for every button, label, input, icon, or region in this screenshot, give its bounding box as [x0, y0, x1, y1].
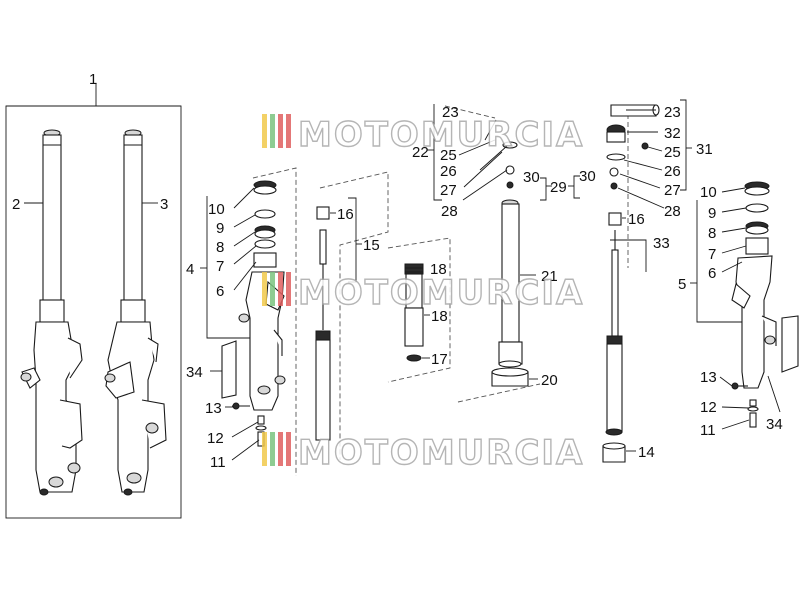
- reflector-right: [781, 315, 799, 373]
- callout-15: 15: [363, 237, 380, 254]
- callout-18: 18: [431, 308, 448, 325]
- spacer-16-left: [316, 206, 330, 220]
- spacer-16-right: [608, 212, 622, 226]
- washer-left: [254, 239, 276, 249]
- callout-7-right: 7: [708, 246, 716, 263]
- callout-25-left: 25: [440, 147, 457, 164]
- callout-16-left: 16: [337, 206, 354, 223]
- ring-28-right: [610, 182, 618, 190]
- callout-18-top: 18: [430, 261, 447, 278]
- callout-9-right: 9: [708, 205, 716, 222]
- callout-1: 1: [89, 71, 97, 88]
- callout-34-left: 34: [186, 364, 203, 381]
- callout-23-right: 23: [664, 104, 681, 121]
- callout-3: 3: [160, 196, 168, 213]
- watermark-middle: MOTOMURCIA: [262, 272, 584, 314]
- watermark-bottom: MOTOMURCIA: [262, 432, 584, 474]
- callout-29: 29: [550, 179, 567, 196]
- fork-leg-right: [104, 129, 167, 496]
- callout-6-left: 6: [216, 283, 224, 300]
- callout-16-right: 16: [628, 211, 645, 228]
- callout-26-left: 26: [440, 163, 457, 180]
- callout-27-left: 27: [440, 182, 457, 199]
- callout-17: 17: [431, 351, 448, 368]
- callout-11-left: 11: [210, 454, 226, 471]
- callout-28-right: 28: [664, 203, 681, 220]
- pipe-18: [404, 307, 424, 347]
- right-slider-group: [690, 181, 799, 428]
- callout-30-right: 30: [579, 168, 596, 185]
- ring-28-left: [506, 181, 514, 189]
- spring-assembly: [315, 171, 389, 460]
- callout-2: 2: [12, 196, 20, 213]
- callout-12-left: 12: [207, 430, 224, 447]
- callout-34-right: 34: [766, 416, 783, 433]
- screw-11-right: [749, 412, 757, 428]
- damper-rod-left: [315, 339, 331, 441]
- callout-13-right: 13: [700, 369, 717, 386]
- leader-lines: [210, 109, 781, 461]
- assembly-frame: [5, 105, 182, 519]
- callout-12-right: 12: [700, 399, 717, 416]
- circlip-right: [745, 203, 769, 213]
- ring-27-left: [505, 165, 515, 175]
- callout-10-right: 10: [700, 184, 717, 201]
- complete-fork-box: [5, 84, 182, 519]
- callout-27-right: 27: [664, 182, 681, 199]
- rod-23: [610, 104, 657, 117]
- reflector-left: [221, 340, 237, 399]
- callout-9-left: 9: [216, 220, 224, 237]
- bushing-right: [745, 237, 769, 255]
- callout-14: 14: [638, 444, 655, 461]
- callout-33: 33: [653, 235, 670, 252]
- callout-8-right: 8: [708, 225, 716, 242]
- bushing-left: [253, 252, 277, 268]
- cartridge-group: [568, 99, 692, 463]
- screw-13-right: [731, 382, 739, 390]
- callout-21: 21: [541, 268, 558, 285]
- callout-10-left: 10: [208, 201, 225, 218]
- screw-13-left: [232, 402, 240, 410]
- damper-rod-right: [606, 343, 623, 433]
- callout-6-right: 6: [708, 265, 716, 282]
- callout-28-left: 28: [441, 203, 458, 220]
- callout-7-left: 7: [216, 258, 224, 275]
- callout-30-left: 30: [523, 169, 540, 186]
- callout-13-left: 13: [205, 400, 222, 417]
- callout-4: 4: [186, 261, 194, 278]
- top-cap-group: [387, 237, 451, 383]
- callout-11-right: 11: [700, 422, 716, 439]
- callout-32: 32: [664, 125, 681, 142]
- callout-labels: 1 2 3 4 5 10 9 8 7 6 34 13 12 11 16 15 1…: [12, 71, 783, 471]
- callout-31: 31: [696, 141, 713, 158]
- inner-tube-group: [427, 104, 552, 403]
- callout-26-right: 26: [664, 163, 681, 180]
- callout-22: 22: [412, 144, 429, 161]
- watermark-text-middle: MOTOMURCIA: [298, 273, 584, 313]
- callout-23-left: 23: [442, 104, 459, 121]
- fork-leg-left: [20, 129, 83, 496]
- ring-26-right: [606, 153, 626, 161]
- watermark-text-bottom: MOTOMURCIA: [298, 433, 584, 473]
- ring-27-right: [609, 167, 619, 177]
- circlip-left: [254, 209, 276, 219]
- callout-5: 5: [678, 276, 686, 293]
- callout-20: 20: [541, 372, 558, 389]
- watermark-top: MOTOMURCIA: [262, 114, 584, 156]
- ring-17: [406, 354, 422, 362]
- watermark-text-top: MOTOMURCIA: [298, 115, 584, 155]
- callout-8-left: 8: [216, 239, 224, 256]
- callout-25-right: 25: [664, 144, 681, 161]
